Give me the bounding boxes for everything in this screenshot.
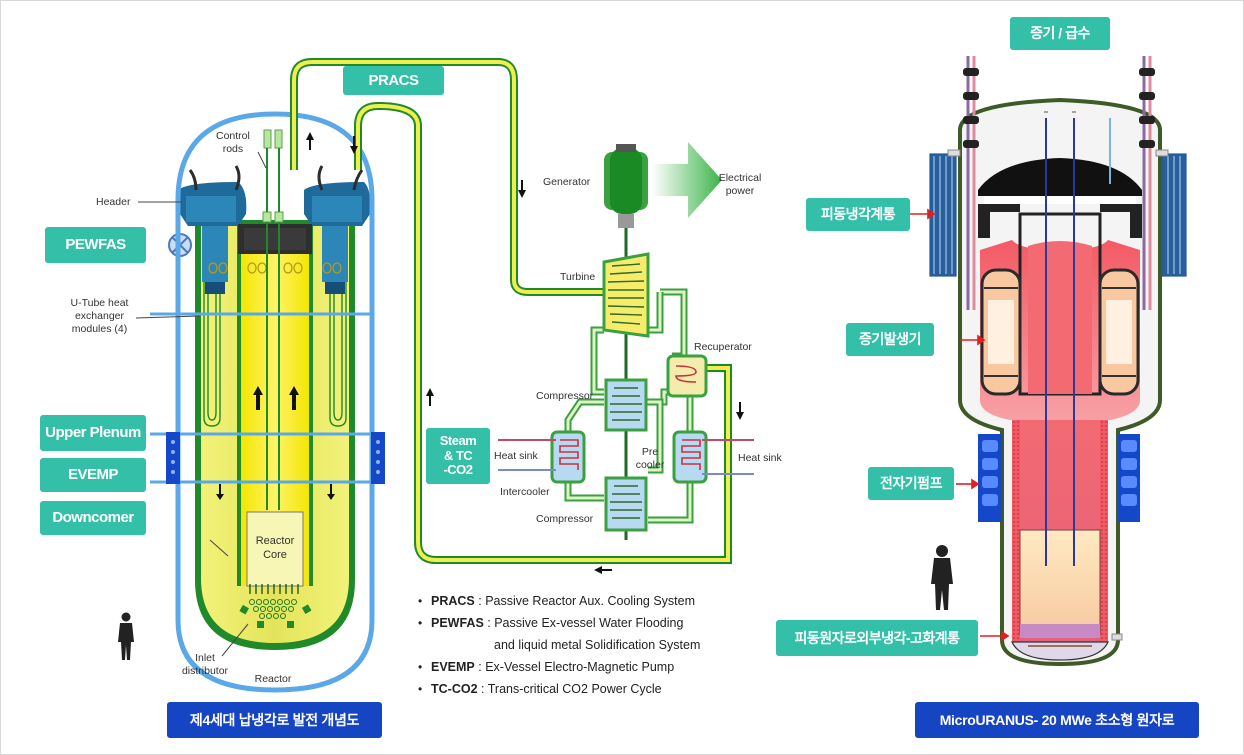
tag-pracs: PRACS [343,66,444,95]
legend-entry: PRACS : Passive Reactor Aux. Cooling Sys… [431,590,695,612]
tag-pracs-label: PRACS [368,71,419,89]
label-compressor-bottom: Compressor [536,513,594,525]
label-pre-cooler: Pre cooler [635,446,665,472]
label-header: Header [96,196,131,208]
pewfas-outline [175,111,375,693]
caption-left: 제4세대 납냉각로 발전 개념도 [167,702,382,738]
caption-left-text: 제4세대 납냉각로 발전 개념도 [189,712,360,728]
bullet-icon: • [418,682,423,696]
tag-steam-feedwater: 증기 / 급수 [1010,17,1110,50]
label-generator: Generator [543,176,591,188]
tag-em-pump-label: 전자기펌프 [880,475,942,492]
label-turbine: Turbine [560,271,596,283]
legend-entry: PEWFAS : Passive Ex-vessel Water Floodin… [431,612,683,634]
label-compressor-top: Compressor [536,390,594,402]
legend-entry: TC-CO2 : Trans-critical CO2 Power Cycle [431,678,662,700]
legend-separator: : [474,660,486,674]
tag-pewfas: PEWFAS [45,227,146,263]
legend-key: PRACS [431,594,475,608]
tag-evemp: EVEMP [40,458,146,492]
legend-text: Passive Ex-vessel Water Flooding [494,616,684,630]
legend-key: EVEMP [431,660,475,674]
legend-key: TC-CO2 [431,682,478,696]
pracs-loop [290,58,732,564]
caption-right-text: MicroURANUS- 20 MWe 초소형 원자로 [939,712,1175,728]
bullet-icon: • [418,594,423,608]
label-heat-sink-left: Heat sink [494,450,538,462]
tag-passive-cooling: 피동냉각계통 [806,198,910,231]
label-control-rods: Control rods [216,130,250,156]
power-cycle [498,142,754,540]
legend-separator: : [477,682,488,696]
tag-passive-external-label: 피동원자로외부냉각-고화계통 [794,629,960,646]
person-silhouette-icon [118,545,953,660]
legend-separator: : [474,594,486,608]
legend-text-continued: and liquid metal Solidification System [494,638,701,652]
label-utube: U-Tube heat exchanger modules (4) [70,297,129,336]
tag-em-pump: 전자기펌프 [868,467,954,500]
label-inlet-distributor: Inlet distributor [181,652,229,678]
tag-downcomer-label: Downcomer [52,509,134,527]
tag-steam-tc: Steam & TC -CO2 [426,428,490,484]
label-reactor: Reactor [254,673,292,685]
tag-steam-feedwater-label: 증기 / 급수 [1030,25,1090,42]
bullet-icon: • [418,660,423,674]
legend-text: Ex-Vessel Electro-Magnetic Pump [485,660,675,674]
micro-uranus-reactor [929,56,1187,667]
tag-steam-generator-label: 증기발생기 [859,331,921,348]
tag-evemp-label: EVEMP [67,466,119,484]
tag-passive-cooling-label: 피동냉각계통 [820,206,896,223]
lead-reactor-vessel [168,129,371,650]
caption-right: MicroURANUS- 20 MWe 초소형 원자로 [915,702,1199,738]
tag-downcomer: Downcomer [40,501,146,535]
legend-text: Passive Reactor Aux. Cooling System [485,594,696,608]
legend-entry: EVEMP : Ex-Vessel Electro-Magnetic Pump [431,656,674,678]
label-recuperator: Recuperator [694,341,752,353]
tag-upper-plenum-label: Upper Plenum [45,424,141,442]
tag-passive-external: 피동원자로외부냉각-고화계통 [776,620,978,656]
legend-key: PEWFAS [431,616,484,630]
label-heat-sink-right: Heat sink [738,452,782,464]
bullet-icon: • [418,616,423,630]
evemp-magnets [166,432,385,484]
tag-pewfas-label: PEWFAS [65,236,126,254]
tag-steam-tc-label: Steam & TC -CO2 [439,432,477,478]
tag-upper-plenum: Upper Plenum [40,415,146,451]
tag-steam-generator: 증기발생기 [846,323,934,356]
legend-separator: : [483,616,495,630]
label-reactor-core: Reactor Core [255,535,295,561]
label-electrical-power: Electrical power [718,172,762,198]
label-intercooler: Intercooler [500,486,550,498]
legend-text: Trans-critical CO2 Power Cycle [487,682,662,696]
